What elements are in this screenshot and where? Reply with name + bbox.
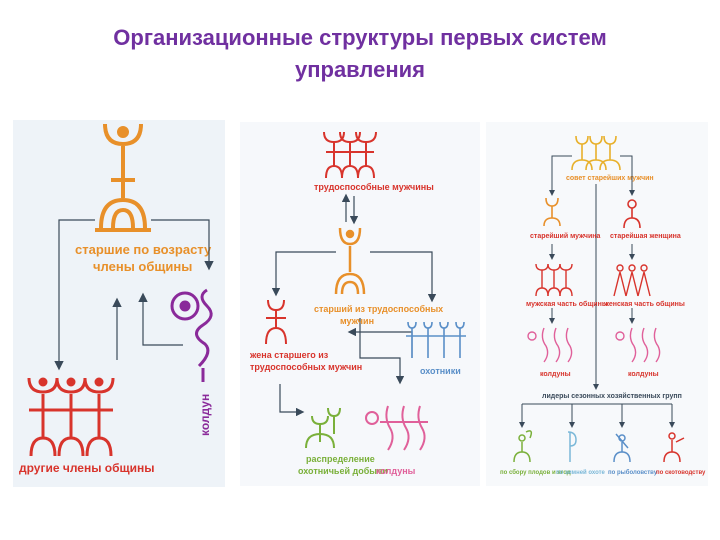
distribution-figures-icon — [305, 407, 341, 449]
page-title-line-2: управления — [294, 57, 425, 82]
distribution-label-line-1: распределение — [306, 454, 375, 464]
elder-woman-figure-icon — [623, 199, 641, 229]
hunters-label: охотники — [420, 366, 461, 376]
shamans-right-label: колдуны — [628, 371, 659, 378]
shamans-left-figures-icon — [527, 327, 573, 363]
fishers-figure-icon — [613, 433, 631, 463]
connector-arrows — [519, 155, 675, 428]
group-fishing-label: по рыболовству — [608, 469, 658, 476]
shaman-figure-icon — [170, 288, 213, 382]
elder-figure-icon — [95, 123, 151, 232]
male-part-label: мужская часть общины — [526, 300, 608, 308]
page-title-line-1: Организационные структуры первых систем — [113, 25, 607, 50]
elder-man-figure-icon — [543, 197, 561, 227]
page-title: Организационные структуры первых систем … — [0, 22, 720, 86]
hunters-figures-icon — [406, 321, 466, 358]
group-herding-label: по скотоводству — [656, 470, 706, 476]
other-members-figures-icon — [27, 377, 115, 457]
shaman-label: колдун — [198, 394, 212, 436]
female-part-figures-icon — [613, 264, 651, 297]
wife-figure-icon — [265, 299, 287, 345]
diagram-elders-structure: старшие по возрасту члены общины колдун — [13, 120, 225, 487]
wife-label-line-1: жена старшего из — [249, 350, 329, 360]
herders-figure-icon — [663, 432, 685, 463]
elder-woman-label: старейшая женщина — [610, 232, 681, 240]
winter-hunters-figure-icon — [567, 431, 577, 462]
council-figures-icon — [571, 135, 621, 171]
gatherers-figure-icon — [513, 430, 533, 463]
group-gatherers-label: по сбору плодов и ягод — [500, 469, 571, 476]
leader-label-line-1: старший из трудоспособных — [314, 304, 443, 314]
connector-arrows — [271, 193, 437, 417]
shamans-right-figures-icon — [615, 327, 661, 363]
diagram-council-structure: совет старейших мужчин старейший мужчина — [486, 122, 708, 486]
leader-label-line-2: мужчин — [340, 316, 374, 326]
wife-label-line-2: трудоспособных мужчин — [250, 362, 362, 372]
diagram-able-men-structure: трудоспособные мужчины старший из трудос… — [240, 122, 480, 486]
male-part-figures-icon — [535, 263, 573, 297]
able-men-figures-icon — [323, 131, 377, 179]
shamans-figures-icon — [365, 405, 428, 451]
shamans-label: колдуны — [376, 466, 416, 476]
leader-figure-icon — [334, 227, 366, 295]
council-label: совет старейших мужчин — [566, 174, 654, 182]
elders-label-line-1: старшие по возрасту — [75, 242, 212, 257]
able-men-label: трудоспособные мужчины — [314, 182, 434, 192]
elders-label-line-2: члены общины — [93, 259, 192, 274]
group-winter-hunt-label: по зимней охоте — [556, 469, 606, 476]
others-label: другие члены общины — [19, 461, 155, 475]
connector-arrows — [54, 219, 214, 371]
distribution-label-line-2: охотничьей добычи — [298, 466, 388, 476]
shamans-left-label: колдуны — [540, 371, 571, 378]
leaders-label: лидеры сезонных хозяйственных групп — [542, 392, 682, 400]
female-part-label: женская часть общины — [603, 300, 685, 308]
elder-man-label: старейший мужчина — [530, 232, 601, 240]
